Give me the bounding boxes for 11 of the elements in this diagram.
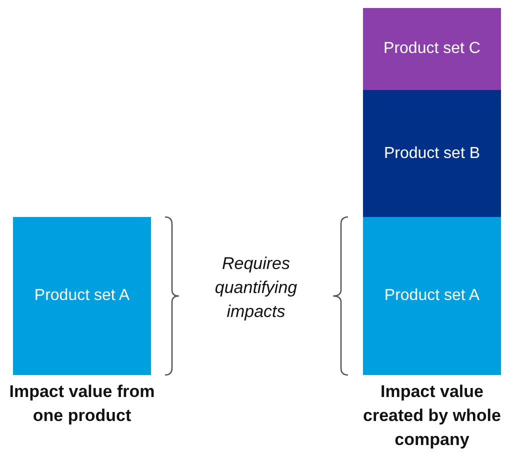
block-label: Product set B — [384, 144, 480, 162]
axis-caption: Impact value created by whole company — [362, 381, 502, 451]
product-set-block — [13, 217, 151, 375]
axis-caption: Impact value from one product — [8, 381, 156, 427]
block-note: Requires quantifying impacts — [214, 253, 298, 323]
block-label: Product set C — [384, 40, 480, 58]
block-label: Product set A — [34, 287, 130, 305]
product-set-block — [363, 217, 501, 375]
product-set-block — [363, 8, 501, 90]
product-set-block — [363, 90, 501, 217]
block-label: Product set A — [384, 287, 480, 305]
